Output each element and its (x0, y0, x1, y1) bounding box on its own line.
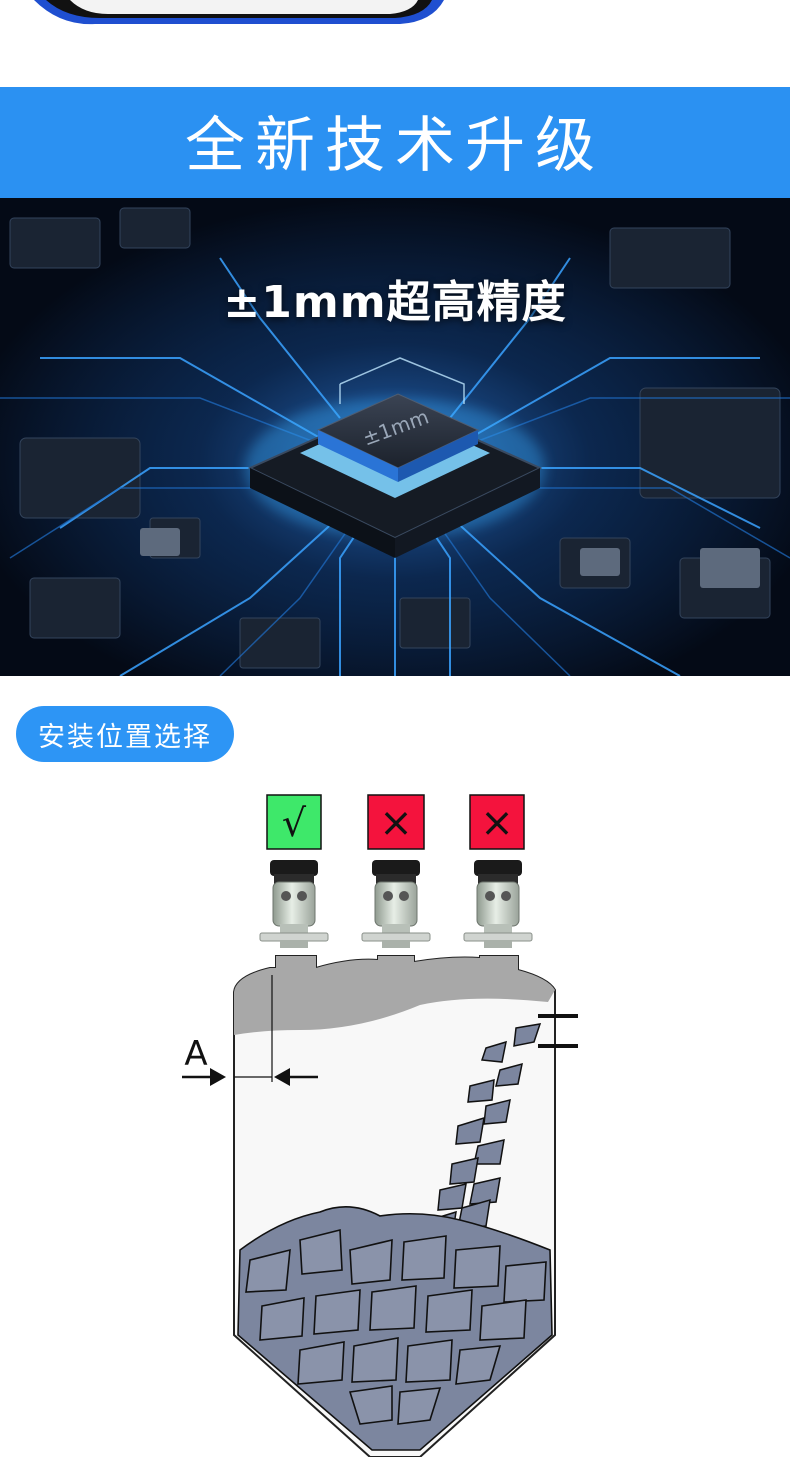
feature-caption: ±1mm超高精度 (223, 277, 567, 328)
sensor-right (463, 859, 533, 949)
material-pile (237, 1206, 553, 1451)
device-frame-bottom-edge (0, 0, 790, 60)
section-banner: 全新技术升级 (0, 87, 790, 198)
status-box-wrong-2: × (469, 794, 525, 850)
section-label: 安装位置选择 (38, 721, 212, 753)
svg-text:A: A (184, 1034, 207, 1074)
banner-title: 全新技术升级 (185, 111, 605, 181)
svg-text:√: √ (282, 801, 307, 845)
svg-text:×: × (480, 800, 514, 846)
dimension-a: A (182, 975, 318, 1086)
status-box-wrong-1: × (367, 794, 425, 850)
section-label-pill: 安装位置选择 (16, 706, 234, 762)
status-box-correct: √ (266, 794, 322, 850)
installation-diagram: √ × × A (0, 780, 790, 1457)
sensor-middle (361, 859, 431, 949)
circuit-board-image: ±1mm (0, 198, 790, 676)
svg-text:×: × (379, 800, 413, 846)
sensor-left (259, 859, 329, 949)
